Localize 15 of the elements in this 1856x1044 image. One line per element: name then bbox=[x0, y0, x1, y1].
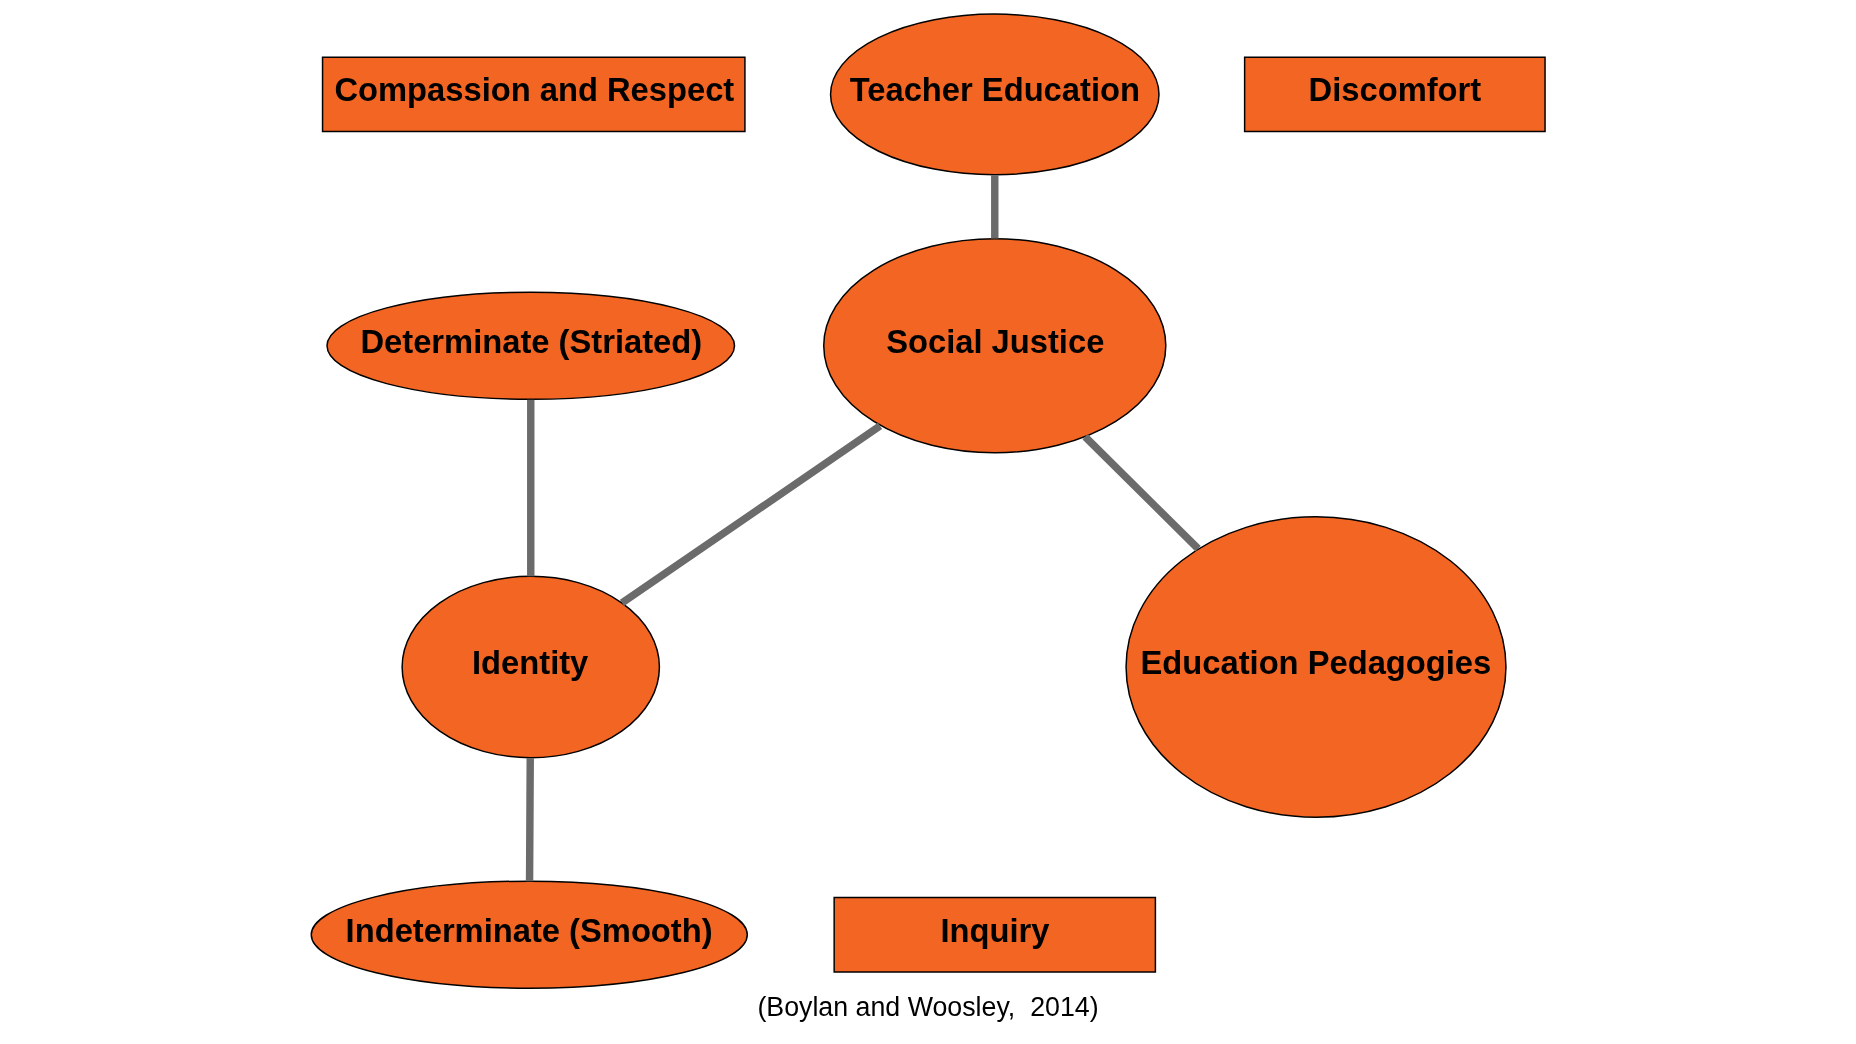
connector bbox=[527, 399, 535, 577]
connector bbox=[525, 758, 534, 882]
connector bbox=[619, 422, 883, 606]
node-box: Inquiry bbox=[833, 896, 1157, 973]
node-ellipse: Social Justice bbox=[823, 237, 1167, 454]
node-box: Discomfort bbox=[1243, 56, 1546, 133]
caption: (Boylan and Woosley, 2014) bbox=[757, 991, 1099, 1022]
node-ellipse: Indeterminate (Smooth) bbox=[310, 880, 749, 989]
node-ellipse: Determinate (Striated) bbox=[326, 291, 736, 401]
connector bbox=[1082, 434, 1201, 552]
node-ellipse: Teacher Education bbox=[829, 13, 1160, 176]
node-ellipse: Identity bbox=[401, 575, 661, 759]
connector bbox=[991, 175, 999, 239]
node-box: Compassion and Respect bbox=[321, 56, 746, 133]
node-ellipse: Education Pedagogies bbox=[1125, 516, 1507, 818]
